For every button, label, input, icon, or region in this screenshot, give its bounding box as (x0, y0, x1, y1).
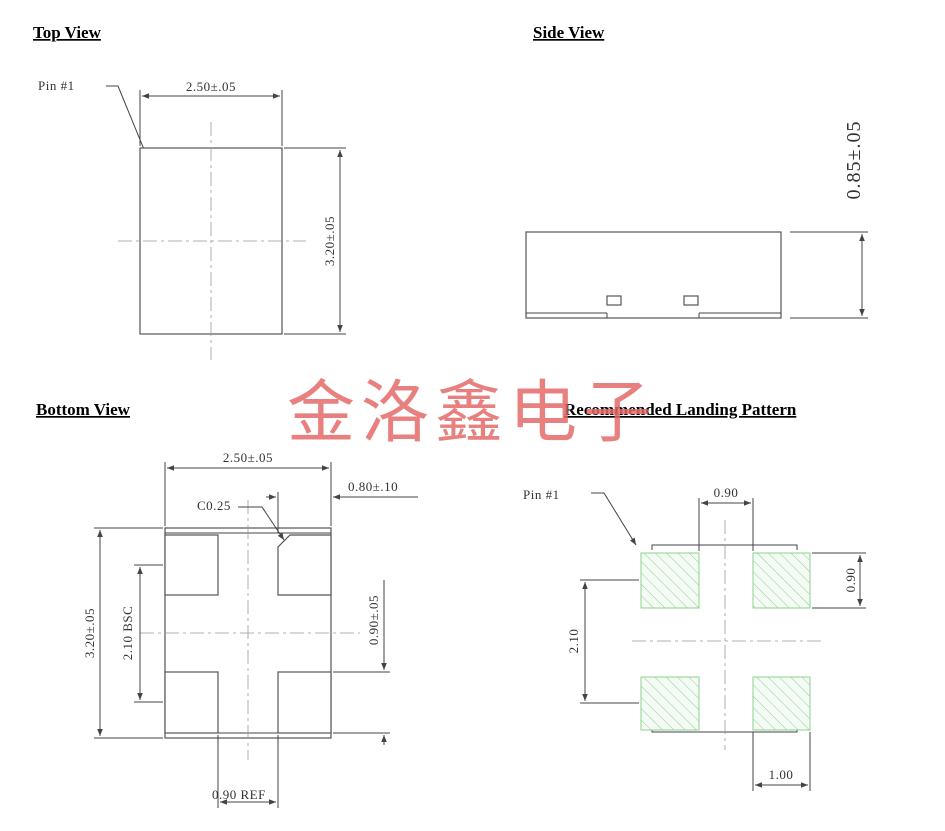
landing-pattern-view: Recommended Landing Pattern Pin #1 0.90 … (523, 400, 866, 791)
land-pad-bottom-left (640, 676, 700, 731)
bottom-view-title: Bottom View (36, 400, 131, 419)
landing-view-title: Recommended Landing Pattern (564, 400, 797, 419)
top-pin1-leader (106, 85, 151, 165)
bottom-pad-top-right-chamfered (277, 534, 332, 596)
land-pad-top-right (752, 552, 811, 609)
bottom-pad-bottom-left (164, 671, 219, 734)
bottom-view: Bottom View 2.50±.05 0.80±.10 C0.25 3.20… (36, 400, 418, 808)
top-pin1-label: Pin #1 (38, 78, 75, 93)
side-thickness-dim: 0.85±.05 (843, 121, 865, 200)
side-view-title: Side View (533, 23, 605, 42)
land-pad-bottom-right (752, 676, 811, 731)
bottom-gap-dim: 0.90 REF (212, 787, 266, 802)
landing-pad-height-dim: 0.90 (843, 568, 858, 593)
side-body-outline (525, 231, 782, 319)
bottom-height-dim: 3.20±.05 (82, 608, 97, 658)
landing-pin1-leader (591, 492, 637, 546)
bottom-chamfer-leader (238, 506, 285, 541)
top-view-title: Top View (33, 23, 102, 42)
watermark-text: 金洛鑫电子 (287, 374, 657, 453)
landing-pitch-dim: 2.10 (566, 629, 581, 654)
top-view: Top View Pin #1 2.50±.05 3.20±.05 (33, 23, 346, 360)
bottom-pitch-dim: 2.10 BSC (120, 606, 135, 661)
landing-gap-dim: 0.90 (714, 485, 739, 500)
top-height-dim: 3.20±.05 (322, 216, 337, 266)
bottom-pad-bottom-right (277, 671, 332, 734)
bottom-chamfer-label: C0.25 (197, 498, 231, 513)
side-view: Side View 0.85±.05 (525, 23, 868, 319)
bottom-pad-width-dim: 0.80±.10 (348, 479, 398, 494)
top-width-dim: 2.50±.05 (186, 79, 236, 94)
landing-pin1-label: Pin #1 (523, 487, 560, 502)
land-pad-top-left (640, 552, 700, 609)
landing-pad-width-dim: 1.00 (769, 767, 794, 782)
bottom-width-dim: 2.50±.05 (223, 450, 273, 465)
side-marker-left (606, 295, 622, 306)
bottom-pad-height-dim: 0.90±.05 (366, 595, 381, 645)
side-marker-right (683, 295, 699, 306)
bottom-pad-top-left (164, 534, 219, 596)
